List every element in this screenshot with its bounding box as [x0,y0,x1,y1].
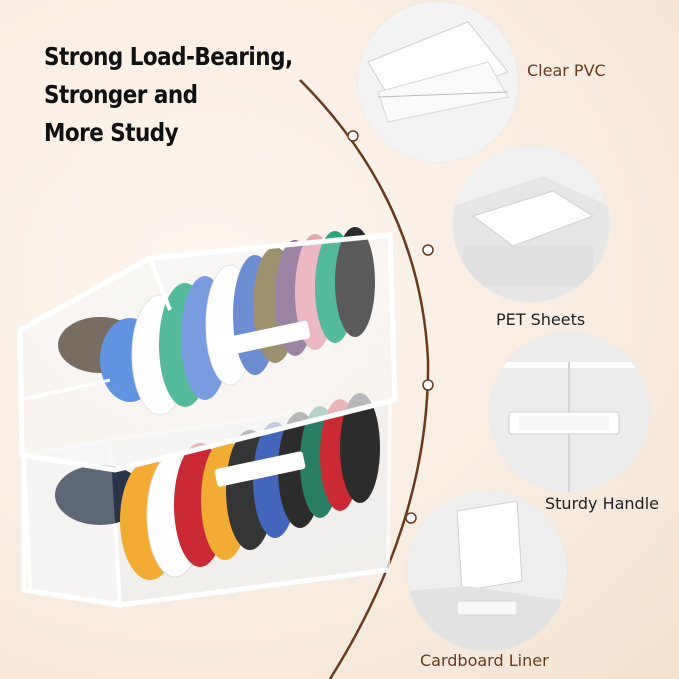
headline: Strong Load-Bearing, Stronger and More S… [44,38,344,152]
pet-sheet-closeup-image [453,146,609,302]
hat-organizer-product-image [17,227,398,608]
headline-line-1: Strong Load-Bearing, [44,42,293,71]
cardboard-liner-closeup-image [407,491,567,651]
headline-line-3: More Study [44,118,179,147]
arc-dot [422,379,434,391]
top-organizer [17,227,398,473]
feature-label-clear-pvc: Clear PVC [527,61,606,80]
headline-line-2: Stronger and [44,80,198,109]
handle [214,320,311,358]
feature-label-pet-sheets: PET Sheets [496,310,586,329]
handle [214,451,306,487]
arc-dot [422,244,434,256]
feature-label-sturdy-handle: Sturdy Handle [545,494,659,513]
clear-pvc-closeup-image [358,2,518,162]
feature-label-cardboard-liner: Cardboard Liner [420,651,549,670]
handle-closeup-image [489,332,649,492]
